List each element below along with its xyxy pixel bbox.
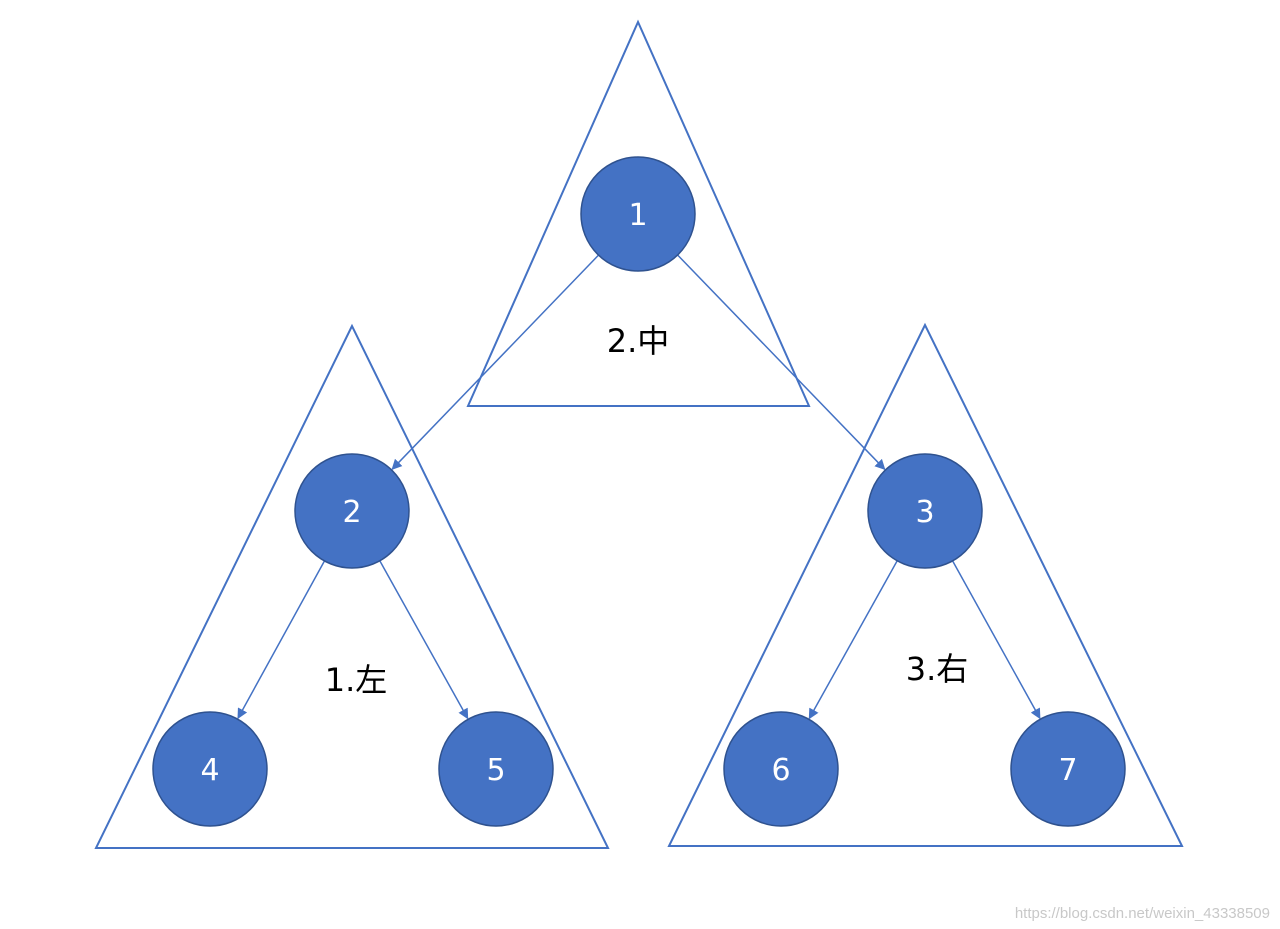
node-label-4: 4 [200, 753, 219, 788]
tree-node-4: 4 [152, 711, 268, 827]
node-label-1: 1 [628, 198, 647, 233]
edge-3-6 [808, 560, 898, 720]
node-label-7: 7 [1058, 753, 1077, 788]
edge-1-3 [677, 254, 886, 471]
node-circle-4 [152, 711, 268, 827]
node-label-3: 3 [915, 495, 934, 530]
tree-node-3: 3 [867, 453, 983, 569]
middle-region-triangle [466, 19, 811, 407]
right-subtree-triangle [667, 322, 1184, 847]
edge-2-4 [237, 560, 326, 720]
tree-node-6: 6 [723, 711, 839, 827]
tree-node-7: 7 [1010, 711, 1126, 827]
edge-3-7 [951, 560, 1041, 720]
node-circle-2 [294, 453, 410, 569]
left-region-label: 1.左 [325, 661, 388, 699]
nodes-layer: 1 2 3 4 5 6 7 [152, 156, 1126, 827]
node-circle-7 [1010, 711, 1126, 827]
node-circle-3 [867, 453, 983, 569]
edge-1-2 [391, 254, 600, 470]
node-label-6: 6 [771, 753, 790, 788]
node-circle-6 [723, 711, 839, 827]
left-subtree-triangle [94, 323, 610, 849]
edges-layer [237, 254, 1041, 720]
watermark-text: https://blog.csdn.net/weixin_43338509 [1015, 905, 1270, 922]
tree-node-1: 1 [580, 156, 696, 272]
node-label-2: 2 [342, 495, 361, 530]
edge-2-5 [379, 560, 469, 720]
node-circle-5 [438, 711, 554, 827]
tree-node-2: 2 [294, 453, 410, 569]
right-region-label: 3.右 [906, 650, 969, 688]
node-circle-1 [580, 156, 696, 272]
node-label-5: 5 [486, 753, 505, 788]
middle-region-label: 2.中 [607, 322, 670, 360]
tree-node-5: 5 [438, 711, 554, 827]
